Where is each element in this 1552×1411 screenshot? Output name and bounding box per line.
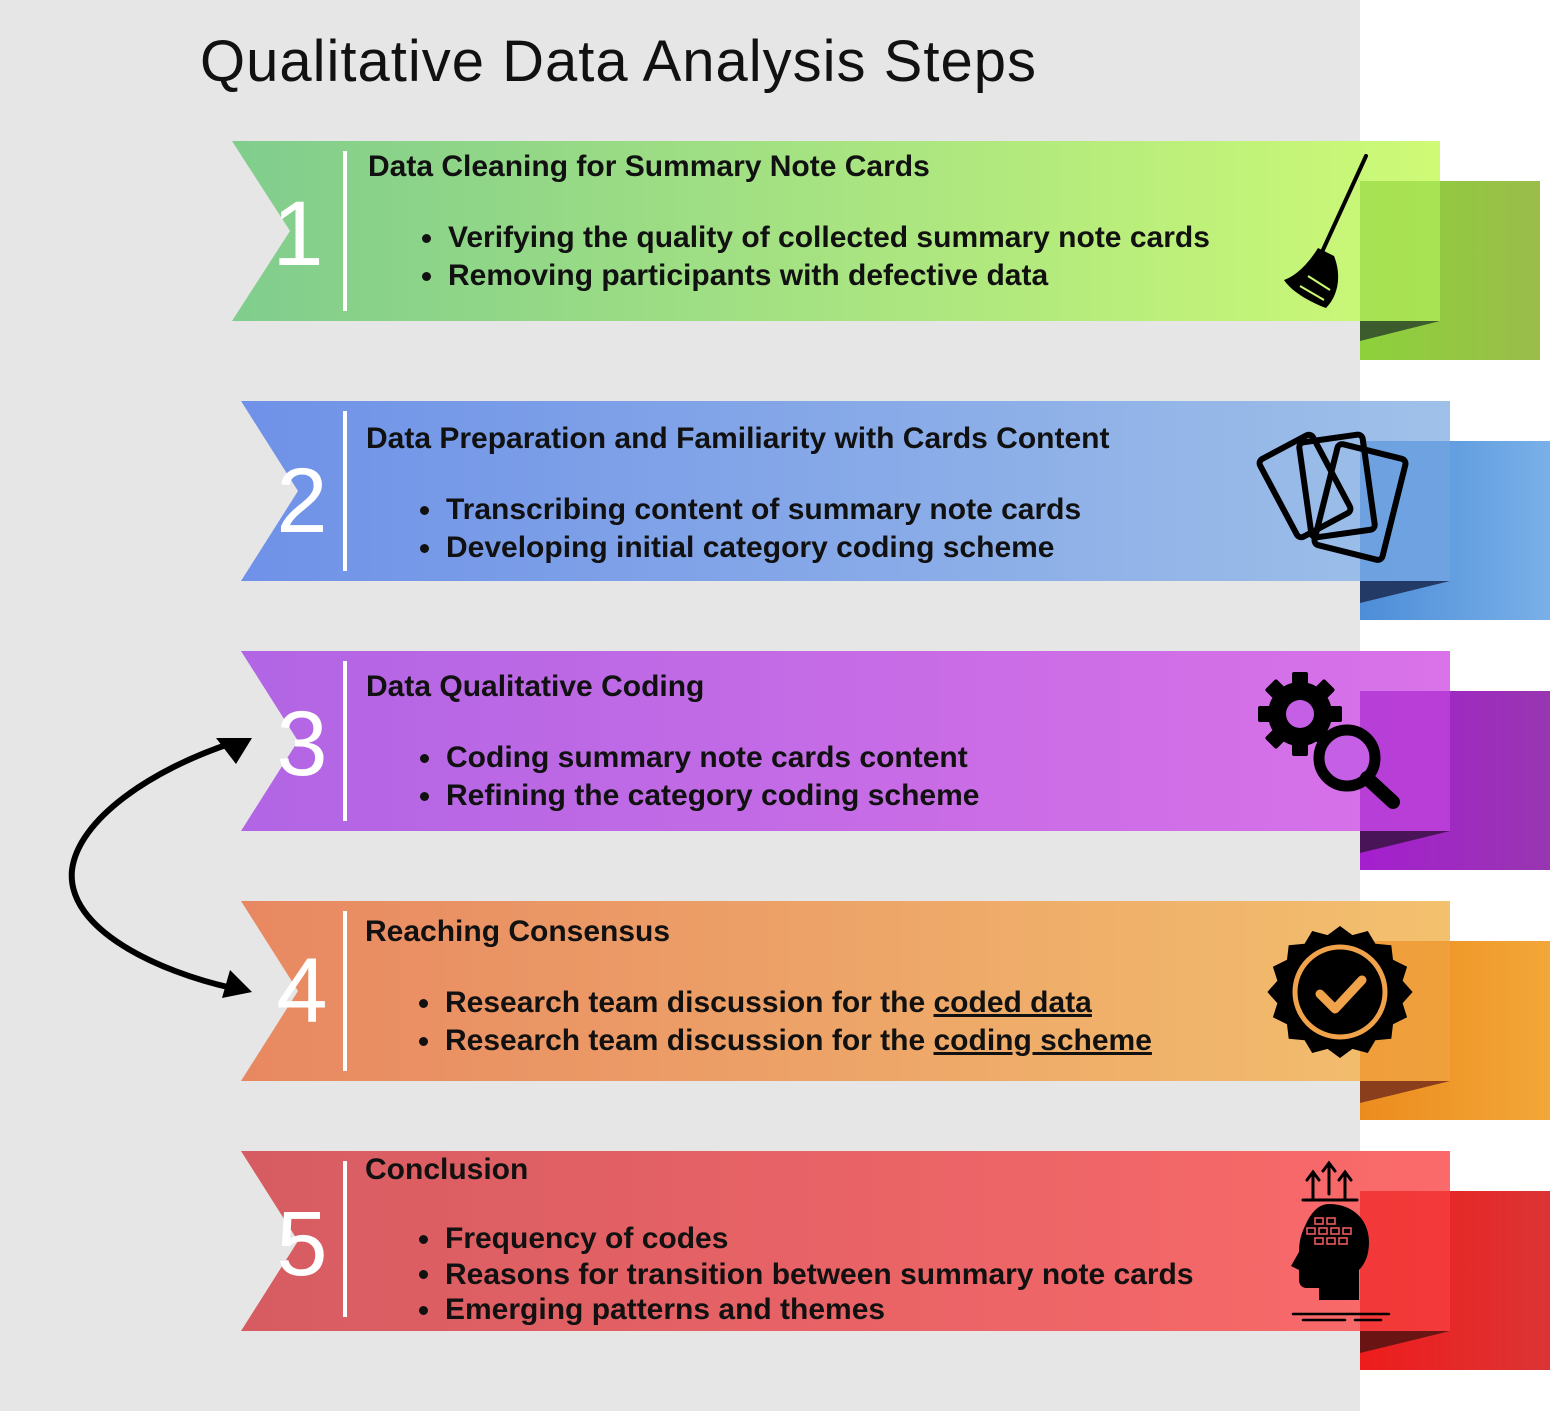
step-5-divider — [343, 1161, 347, 1317]
step-2-bullet: Developing initial category coding schem… — [416, 529, 1081, 567]
step-1-number: 1 — [272, 183, 324, 285]
step-4-bullet-text: Research team discussion for the — [445, 986, 934, 1019]
cards-icon — [1256, 431, 1409, 563]
step-2-bullets: Transcribing content of summary note car… — [416, 491, 1081, 567]
step-2-divider — [343, 411, 347, 571]
step-3-divider — [343, 661, 347, 821]
step-3-number: 3 — [276, 693, 328, 795]
broom-icon — [1284, 154, 1368, 308]
step-4-ribbon — [241, 901, 1550, 1120]
step-2-heading: Data Preparation and Familiarity with Ca… — [366, 422, 1110, 455]
step-4-bullet-underlined: coding scheme — [933, 1024, 1152, 1057]
badge-check-icon — [1267, 926, 1413, 1058]
step-5-number: 5 — [276, 1193, 328, 1295]
step-1-bullet: Verifying the quality of collected summa… — [418, 219, 1210, 257]
step-3-bullet: Coding summary note cards content — [416, 739, 979, 777]
step-4-bullet: Research team discussion for the coded d… — [415, 984, 1152, 1022]
step-5-bullets: Frequency of codes Reasons for transitio… — [415, 1221, 1194, 1328]
step-4-number: 4 — [276, 940, 328, 1042]
step-2-number: 2 — [276, 450, 328, 552]
step-1-ribbon — [232, 141, 1540, 360]
head-brain-icon — [1291, 1160, 1391, 1322]
step-5-bullet: Frequency of codes — [415, 1221, 1194, 1257]
step-1-bullet: Removing participants with defective dat… — [418, 257, 1210, 295]
gear-magnifier-icon — [1258, 672, 1400, 809]
step-2-bullet: Transcribing content of summary note car… — [416, 491, 1081, 529]
step-1-divider — [343, 151, 347, 311]
step-1-heading: Data Cleaning for Summary Note Cards — [368, 150, 930, 183]
step-4-bullets: Research team discussion for the coded d… — [415, 984, 1152, 1060]
step-4-heading: Reaching Consensus — [365, 915, 671, 948]
step-4-bullet-text: Research team discussion for the — [445, 1024, 934, 1057]
step-3-bullet: Refining the category coding scheme — [416, 777, 979, 815]
curved-double-arrow-icon — [68, 738, 252, 998]
step-5-heading: Conclusion — [365, 1153, 529, 1186]
step-4-bullet-underlined: coded data — [933, 986, 1092, 1019]
step-3-ribbon — [241, 651, 1550, 870]
step-4-bullet: Research team discussion for the coding … — [415, 1022, 1152, 1060]
step-5-bullet: Emerging patterns and themes — [415, 1292, 1194, 1328]
step-1-bullets: Verifying the quality of collected summa… — [418, 219, 1210, 295]
step-3-bullets: Coding summary note cards content Refini… — [416, 739, 979, 815]
step-3-heading: Data Qualitative Coding — [366, 670, 705, 703]
diagram-title: Qualitative Data Analysis Steps — [200, 29, 1037, 94]
step-4-divider — [343, 911, 347, 1071]
step-5-bullet: Reasons for transition between summary n… — [415, 1257, 1194, 1293]
